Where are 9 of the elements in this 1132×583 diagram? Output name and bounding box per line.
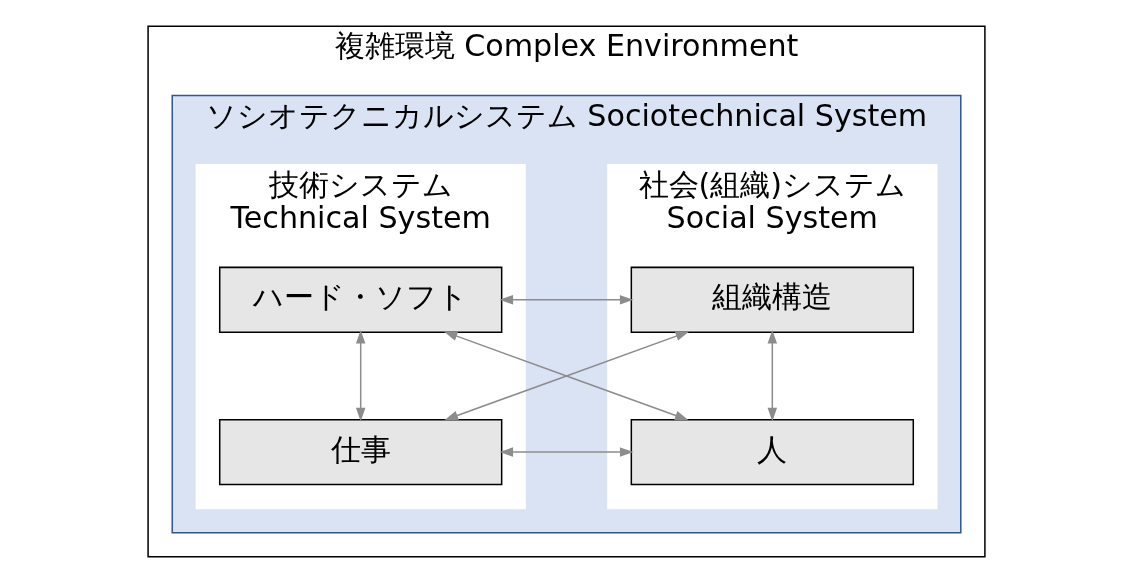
arrow xyxy=(499,447,633,457)
arrow xyxy=(767,329,777,422)
arrow xyxy=(443,331,689,421)
arrow xyxy=(499,295,633,305)
node-box: 人 xyxy=(630,418,914,486)
node-box: 組織構造 xyxy=(630,266,914,333)
node-box: 仕事 xyxy=(218,418,502,486)
node-box: ハード・ソフト xyxy=(218,266,502,333)
arrow xyxy=(355,329,365,422)
